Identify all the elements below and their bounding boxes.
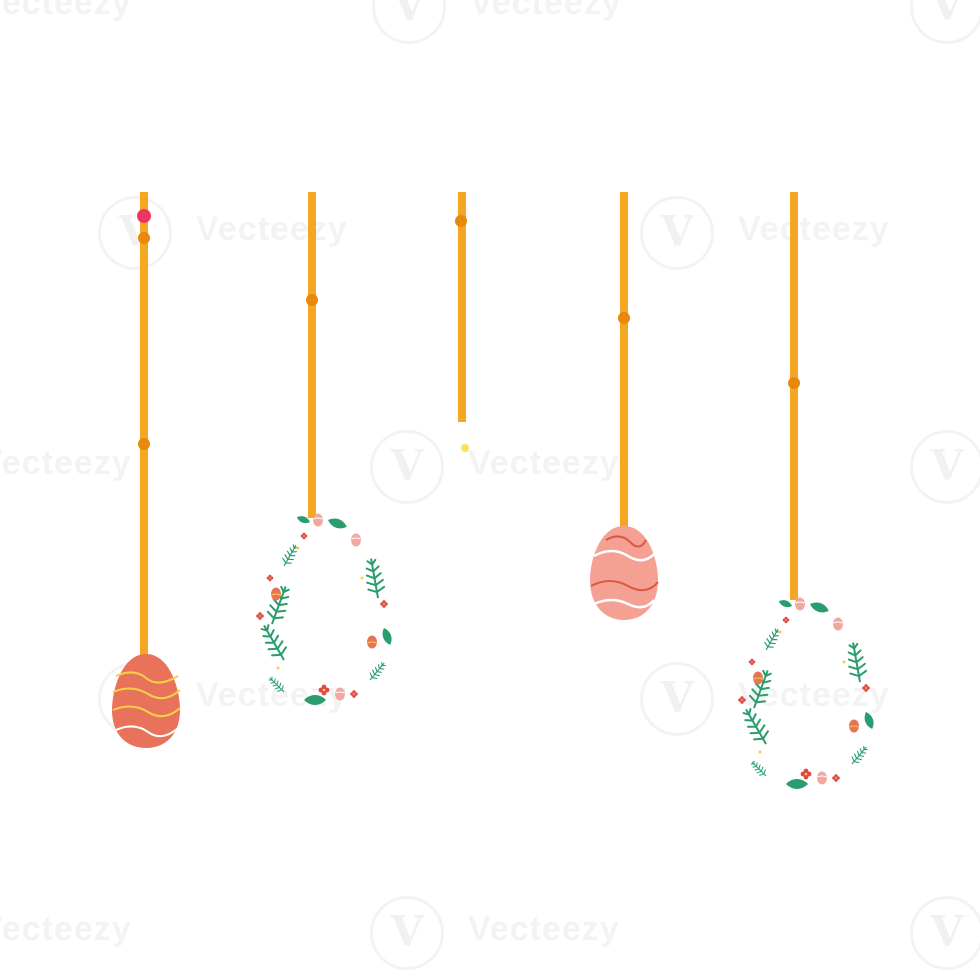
hanging-string <box>620 192 628 532</box>
pin-icon <box>137 209 151 223</box>
watermark-text: Vecteezy <box>0 910 132 948</box>
hanging-string <box>458 192 466 422</box>
watermark-logo-icon: V <box>910 430 980 504</box>
floral-wreath-icon <box>738 598 876 789</box>
hanging-string <box>790 192 798 600</box>
hanging-striped-egg-left <box>112 192 181 748</box>
watermark-text: Vecteezy <box>468 910 620 948</box>
easter-egg-icon <box>590 526 659 620</box>
watermark-logo-icon: V <box>370 430 444 504</box>
hanging-wreath-right <box>738 192 876 789</box>
watermark-text: Vecteezy <box>470 0 622 22</box>
knot-icon <box>306 294 318 306</box>
knot-icon <box>138 438 150 450</box>
watermark-logo-icon: V <box>910 896 980 970</box>
watermark-logo-icon: V <box>640 662 714 736</box>
hanging-pink-egg <box>590 192 659 620</box>
bead-icon <box>461 444 469 452</box>
floral-wreath-icon <box>256 514 394 705</box>
watermark-text: Vecteezy <box>468 444 620 482</box>
watermark-text: Vecteezy <box>738 210 890 248</box>
knot-icon <box>788 377 800 389</box>
watermark-text: Vecteezy <box>0 0 132 22</box>
hanging-wreath-left <box>256 192 394 705</box>
hanging-string <box>140 192 148 658</box>
hanging-empty-string <box>455 192 469 452</box>
watermark-text: Vecteezy <box>196 676 348 714</box>
knot-icon <box>618 312 630 324</box>
hanging-string <box>308 192 316 518</box>
knot-icon <box>138 232 150 244</box>
watermark-logo-icon: V <box>370 896 444 970</box>
watermark-text: Vecteezy <box>196 210 348 248</box>
easter-egg-icon <box>112 654 181 748</box>
watermark-logo-icon: V <box>640 196 714 270</box>
watermark-text: Vecteezy <box>0 444 132 482</box>
knot-icon <box>455 215 467 227</box>
